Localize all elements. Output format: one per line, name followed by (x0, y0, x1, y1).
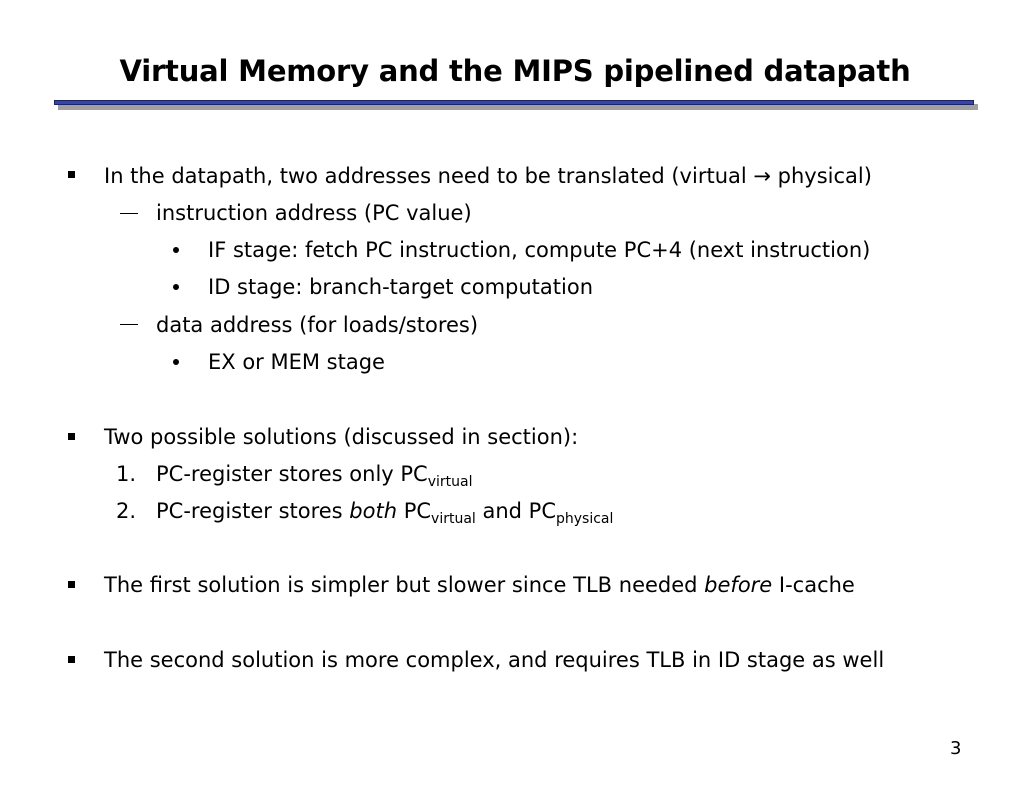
title-rule-shadow (58, 104, 978, 110)
bullet-2-text: Two possible solutions (discussed in sec… (104, 425, 579, 449)
solution-2-text: PC-register stores both PCvirtual and PC… (156, 498, 614, 527)
dash-bullet-icon (120, 213, 138, 214)
bullet-1-sub-1-a-text: IF stage: fetch PC instruction, compute … (208, 238, 871, 262)
solution-2-part-c: and PC (475, 499, 556, 523)
bullet-1-sub-2-text: data address (for loads/stores) (156, 313, 479, 337)
solution-2-part-a: PC-register stores (156, 499, 350, 523)
title-rule (54, 100, 974, 105)
bullet-4-text: The second solution is more complex, and… (104, 648, 885, 672)
dash-bullet-icon (120, 324, 138, 325)
bullet-3-text: The first solution is simpler but slower… (104, 572, 855, 598)
solution-2-emphasis: both (349, 499, 398, 523)
page-number: 3 (950, 738, 962, 759)
bullet-3-emphasis: before (704, 573, 773, 597)
subscript-virtual: virtual (427, 474, 473, 490)
bullet-1-sub-2-a-text: EX or MEM stage (208, 350, 385, 374)
dot-bullet-icon (173, 359, 179, 365)
slide-title: Virtual Memory and the MIPS pipelined da… (119, 54, 911, 88)
bullet-1-sub-1-text: instruction address (PC value) (156, 201, 472, 225)
bullet-3-part-a: The first solution is simpler but slower… (104, 573, 705, 597)
list-number-2: 2. (116, 499, 137, 523)
solution-2-part-b: PC (397, 499, 432, 523)
solution-1-text: PC-register stores only PCvirtual (156, 461, 473, 490)
bullet-3-part-b: I-cache (772, 573, 855, 597)
list-number-1: 1. (116, 462, 137, 486)
bullet-1-text: In the datapath, two addresses need to b… (104, 164, 872, 188)
solution-1-main: PC-register stores only PC (156, 462, 428, 486)
square-bullet-icon (68, 171, 75, 178)
bullet-1-sub-1-b-text: ID stage: branch-target computation (208, 275, 594, 299)
square-bullet-icon (68, 581, 75, 588)
subscript-virtual: virtual (431, 511, 476, 527)
square-bullet-icon (68, 656, 75, 663)
dot-bullet-icon (173, 284, 179, 290)
dot-bullet-icon (173, 247, 179, 253)
square-bullet-icon (68, 433, 75, 440)
subscript-physical: physical (556, 511, 614, 527)
